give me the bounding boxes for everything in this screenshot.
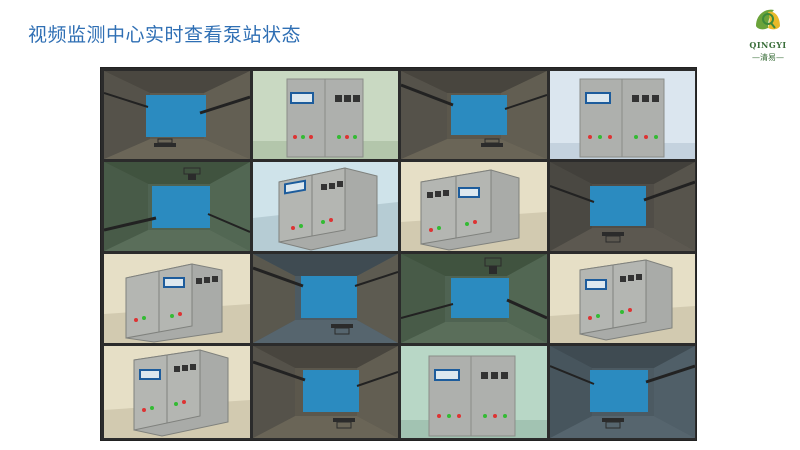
qingyi-logo: QINGYI —清易—	[740, 4, 796, 68]
video-wall	[100, 67, 697, 441]
logo-text-en: QINGYI	[749, 40, 787, 50]
camera-feed-2[interactable]	[253, 71, 398, 159]
camera-feed-16[interactable]	[550, 346, 695, 438]
camera-feed-1[interactable]	[104, 71, 250, 159]
camera-feed-5[interactable]	[104, 162, 250, 251]
camera-feed-7[interactable]	[401, 162, 547, 251]
camera-feed-3[interactable]	[401, 71, 547, 159]
camera-feed-10[interactable]	[253, 254, 398, 343]
camera-feed-15[interactable]	[401, 346, 547, 438]
camera-feed-8[interactable]	[550, 162, 695, 251]
camera-feed-13[interactable]	[104, 346, 250, 438]
logo-text-cn: —清易—	[752, 53, 784, 62]
camera-feed-4[interactable]	[550, 71, 695, 159]
camera-feed-12[interactable]	[550, 254, 695, 343]
leaf-logo-icon	[756, 9, 780, 30]
camera-feed-9[interactable]	[104, 254, 250, 343]
page-title: 视频监测中心实时查看泵站状态	[28, 24, 302, 46]
camera-feed-14[interactable]	[253, 346, 398, 438]
camera-feed-6[interactable]	[253, 162, 398, 251]
camera-feed-11[interactable]	[401, 254, 547, 343]
